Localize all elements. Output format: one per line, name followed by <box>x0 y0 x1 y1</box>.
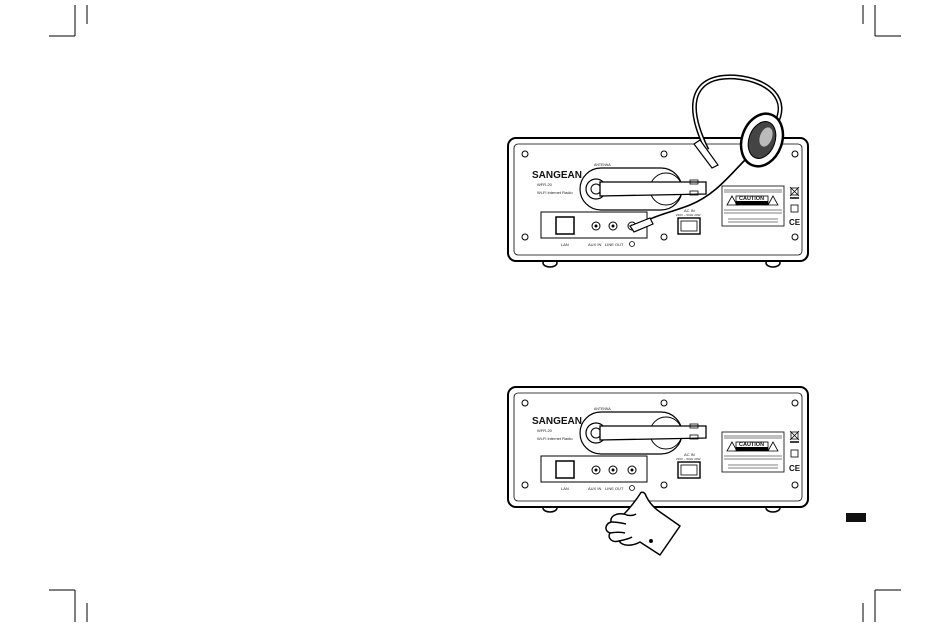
svg-text:CE: CE <box>789 464 801 473</box>
svg-text:CAUTION: CAUTION <box>739 442 764 448</box>
aux-in-label: AUX IN <box>588 242 601 247</box>
ce-mark-icon: CE <box>789 218 801 227</box>
svg-text:LAN: LAN <box>561 486 569 491</box>
lan-label: LAN <box>561 242 569 247</box>
svg-text:Wi-Fi Internet Radio: Wi-Fi Internet Radio <box>537 436 573 441</box>
line-out-label: LINE OUT <box>605 242 624 247</box>
antenna-label: ANTENNA <box>594 163 611 167</box>
crop-mark-icon <box>49 5 901 622</box>
svg-text:WFR-20: WFR-20 <box>537 428 553 433</box>
svg-text:LINE OUT: LINE OUT <box>605 486 624 491</box>
svg-text:SANGEAN: SANGEAN <box>532 416 582 427</box>
model-label: WFR-20 <box>537 182 553 187</box>
ac-spec-label: 230V ~ 50Hz 20W <box>676 213 701 217</box>
language-tab-marker <box>846 513 866 522</box>
svg-text:AUX IN: AUX IN <box>588 486 601 491</box>
svg-text:ANTENNA: ANTENNA <box>594 407 611 411</box>
caution-label: CAUTION <box>739 196 764 202</box>
svg-text:230V ~ 50Hz 20W: 230V ~ 50Hz 20W <box>676 457 701 461</box>
radio-back-panel-bottom: SANGEAN WFR-20 Wi-Fi Internet Radio ANTE… <box>508 387 808 512</box>
subtitle-label: Wi-Fi Internet Radio <box>537 190 573 195</box>
brand-label: SANGEAN <box>532 170 582 181</box>
